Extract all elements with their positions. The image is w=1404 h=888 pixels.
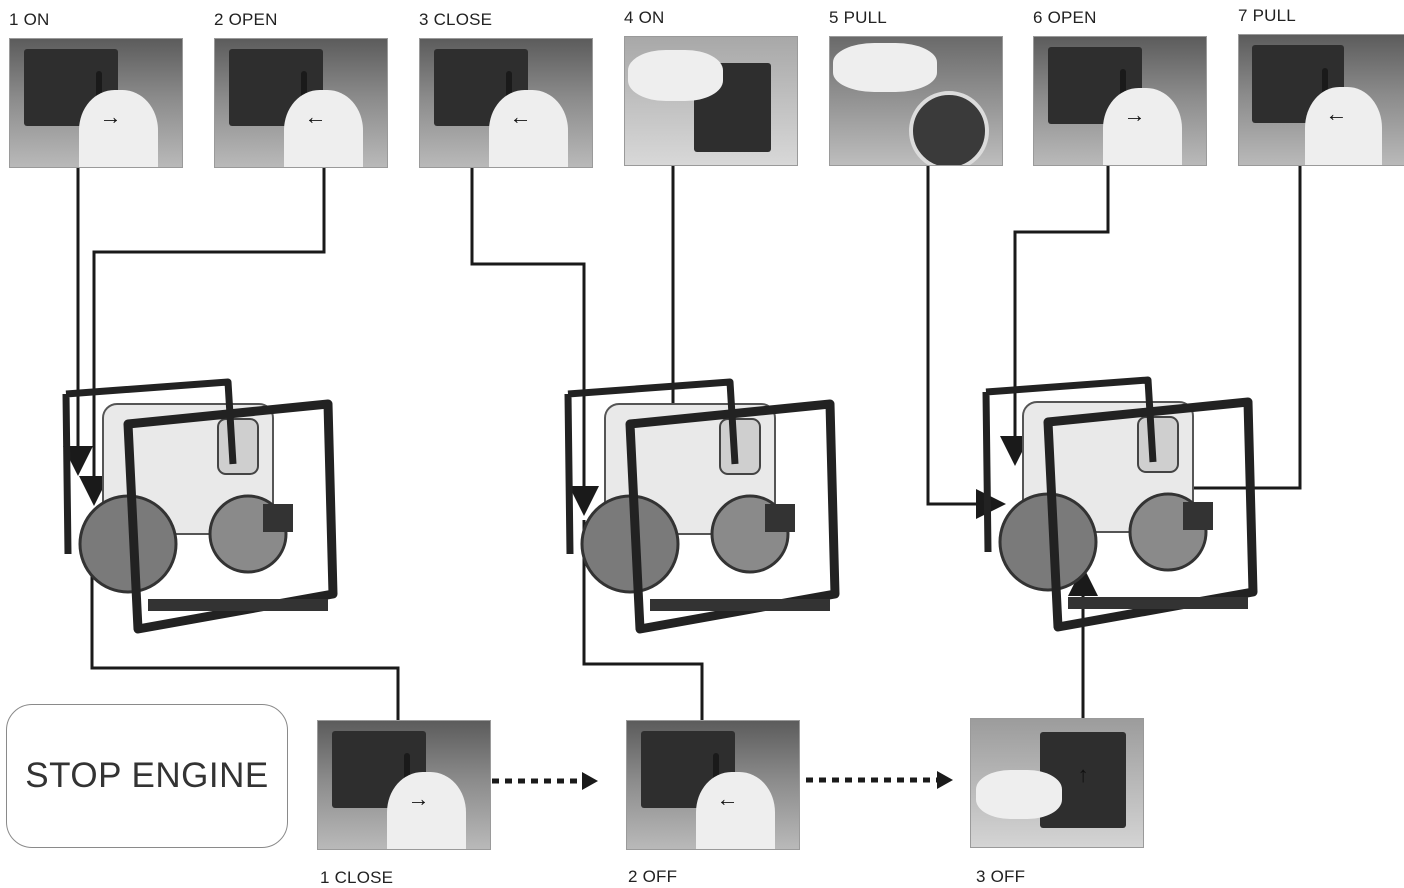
choke-open-photo: ←	[214, 38, 388, 168]
stop-engine-box: STOP ENGINE	[6, 704, 288, 848]
dotted-arrowhead-2	[937, 771, 953, 789]
connector-step3	[470, 166, 599, 516]
throttle-close-photo: →	[317, 720, 491, 850]
connector-stop1	[90, 520, 400, 720]
connector-step2	[79, 166, 326, 506]
stop-engine-title: STOP ENGINE	[25, 756, 269, 795]
dotted-arrowhead-1	[582, 772, 598, 790]
water-pump-3	[982, 376, 1258, 632]
connector-step6	[1000, 166, 1110, 466]
fuel-valve-on-photo: →	[9, 38, 183, 168]
engine-switch-off-photo: ↑	[970, 718, 1144, 848]
step-label-2: 2 OPEN	[214, 10, 278, 29]
stop-step-label-1: 1 CLOSE	[320, 868, 394, 887]
step-label-6: 6 OPEN	[1033, 8, 1097, 27]
throttle-pull-photo: ←	[1238, 34, 1404, 166]
step-label-1: 1 ON	[9, 10, 50, 29]
step-label-4: 4 ON	[624, 8, 665, 27]
choke-close-photo: ←	[419, 38, 593, 168]
step-label-3: 3 CLOSE	[419, 10, 493, 29]
connector-stop2	[582, 520, 704, 720]
choke-open-photo-2: →	[1033, 36, 1207, 166]
engine-switch-on-photo	[624, 36, 798, 166]
water-pump-1	[62, 378, 338, 634]
water-pump-2	[564, 378, 840, 634]
fuel-valve-off-photo: ←	[626, 720, 800, 850]
step-label-5: 5 PULL	[829, 8, 887, 27]
stop-step-label-2: 2 OFF	[628, 867, 678, 886]
connector-step5	[926, 166, 1006, 519]
step-label-7: 7 PULL	[1238, 6, 1296, 25]
recoil-starter-pull-photo	[829, 36, 1003, 166]
stop-step-label-3: 3 OFF	[976, 867, 1026, 886]
